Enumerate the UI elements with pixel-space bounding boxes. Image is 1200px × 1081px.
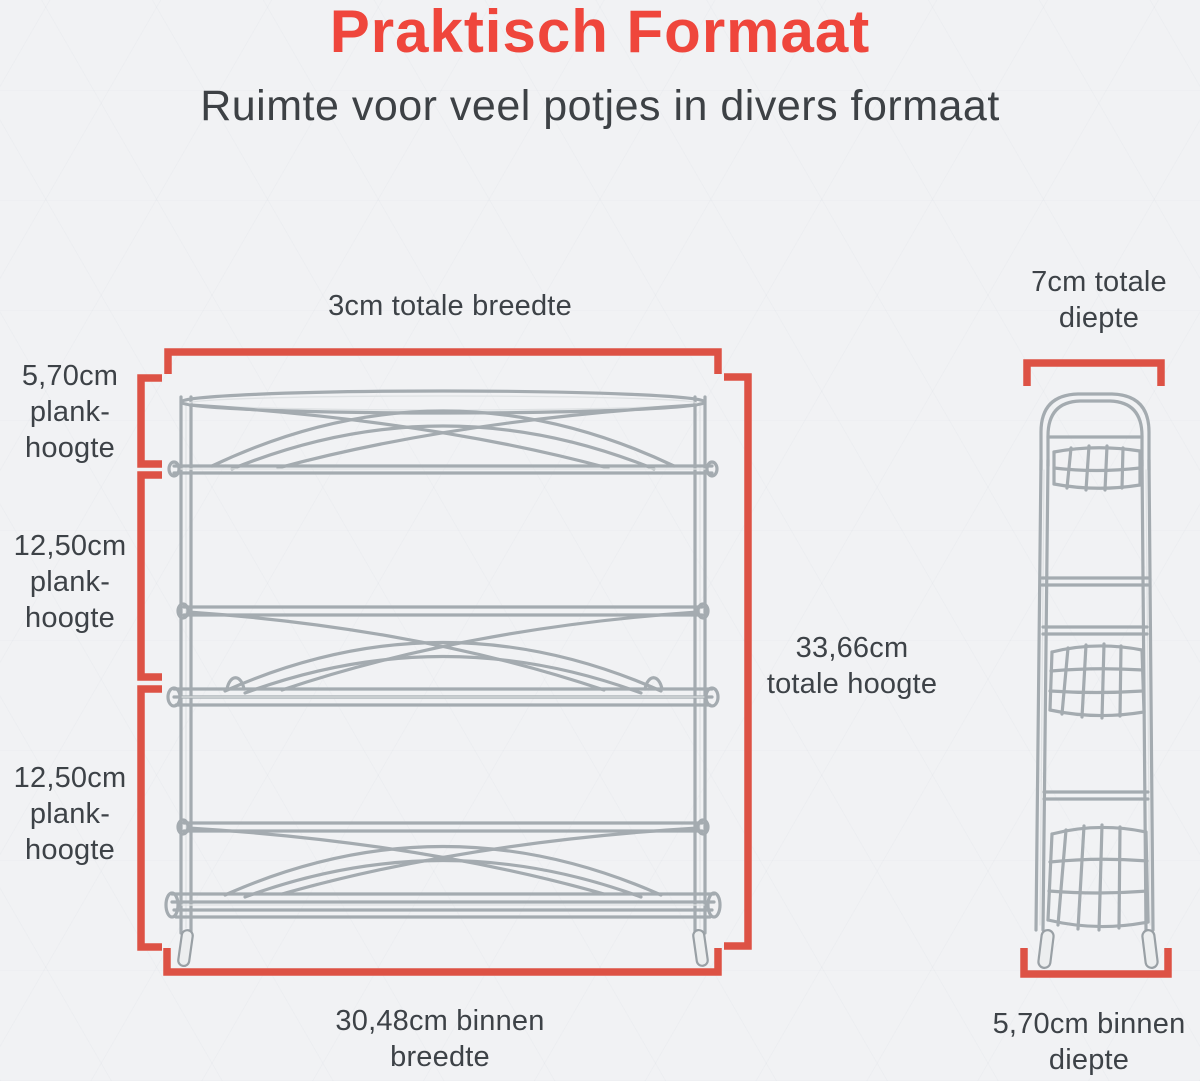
- shelf-height-bracket-1: [137, 374, 162, 468]
- side-rack-frame: [1034, 392, 1155, 932]
- jar-stop-right: [643, 676, 664, 691]
- shelf-height-bracket-2: [137, 471, 162, 681]
- side-rack-basket-1: [1046, 435, 1144, 492]
- side-rack-basket-3: [1042, 790, 1150, 932]
- side-rack-basket-2: [1040, 576, 1150, 720]
- dimension-brackets: [137, 348, 1172, 978]
- inner-width-bracket: [163, 948, 722, 976]
- total-depth-bracket: [1023, 359, 1165, 386]
- total-height-label: 33,66cm totale hoogte: [766, 632, 938, 700]
- jar-stop-left: [225, 676, 246, 691]
- inner-depth-label: 5,70cm binnen diepte: [992, 1008, 1186, 1076]
- inner-depth-bracket: [1020, 948, 1172, 978]
- side-view-rack-illustration: [1034, 392, 1159, 970]
- inner-width-label: 30,48cm binnen breedte: [335, 1005, 545, 1073]
- front-rack-tier-1: [167, 389, 719, 478]
- total-height-bracket: [724, 373, 752, 950]
- shelf-height-bracket-3: [137, 685, 162, 951]
- side-rack-feet: [1037, 928, 1159, 970]
- total-width-bracket: [164, 348, 722, 374]
- total-depth-label: 7cm totale diepte: [1031, 266, 1167, 334]
- shelf-height-label-1: 5,70cm plank- hoogte: [21, 360, 119, 464]
- page-title: Praktisch Formaat: [329, 0, 871, 65]
- front-view-rack-illustration: [164, 389, 722, 968]
- front-rack-feet: [177, 928, 709, 968]
- front-rack-tier-3: [164, 818, 722, 919]
- shelf-height-label-2: 12,50cm plank- hoogte: [13, 530, 127, 634]
- front-rack-posts: [179, 395, 707, 935]
- shelf-height-label-3: 12,50cm plank- hoogte: [13, 762, 127, 866]
- total-width-label: 3cm totale breedte: [328, 290, 572, 322]
- page-subtitle: Ruimte voor veel potjes in divers formaa…: [200, 82, 1000, 130]
- front-rack-tier-2: [166, 602, 720, 708]
